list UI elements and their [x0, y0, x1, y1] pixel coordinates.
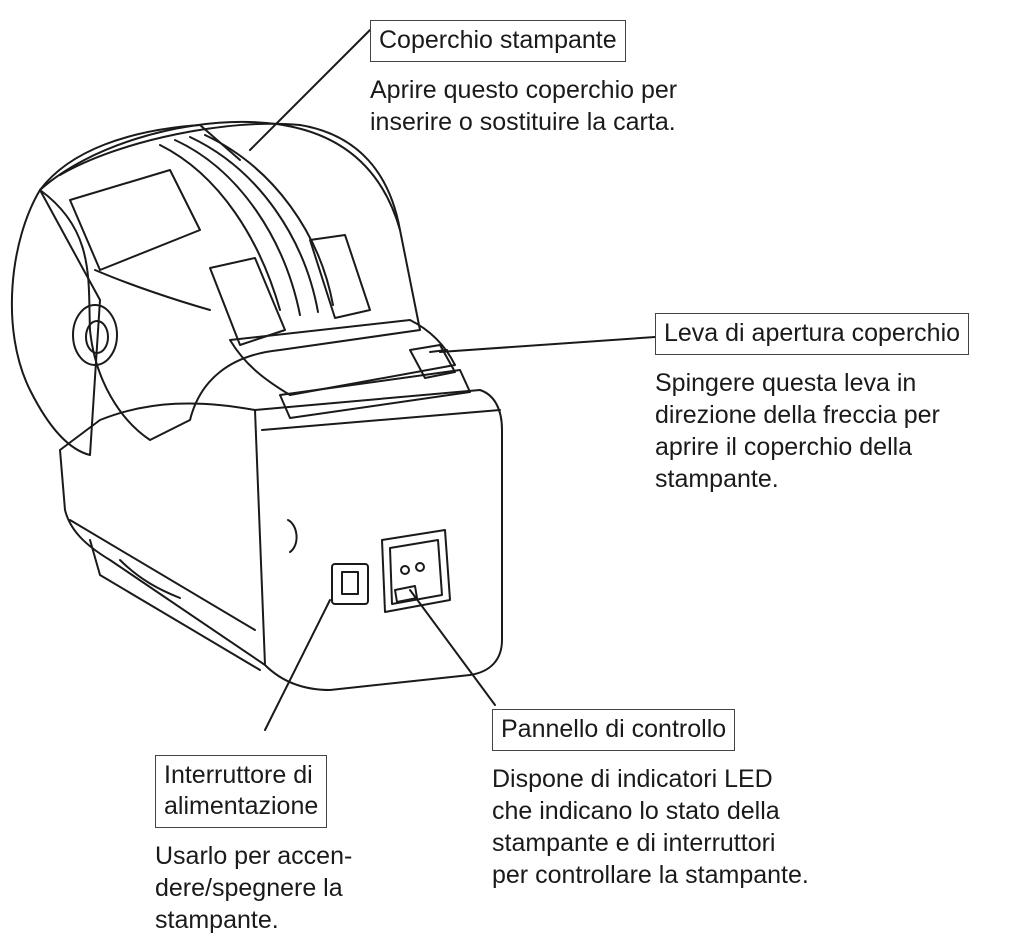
cover-groove-3	[190, 137, 318, 312]
leader-power	[265, 600, 330, 730]
desc-line: aprire il coperchio della	[655, 431, 969, 463]
label-power-switch: Interruttore di alimentazione	[155, 755, 327, 828]
desc-line: Dispone di indicatori LED	[492, 763, 809, 795]
base-front-edge	[255, 410, 265, 665]
feed-tab-left	[210, 258, 285, 345]
callout-control-panel: Pannello di controllo Dispone di indicat…	[492, 709, 809, 891]
label-control-panel: Pannello di controllo	[492, 709, 735, 751]
desc-line: stampante.	[655, 463, 969, 495]
desc-line: stampante.	[155, 904, 352, 936]
desc-line: che indicano lo stato della	[492, 795, 809, 827]
desc-line: inserire o sostituire la carta.	[370, 106, 677, 138]
base-bottom-edge	[70, 520, 255, 630]
callout-printer-cover: Coperchio stampante Aprire questo coperc…	[370, 20, 677, 138]
desc-line: dere/spegnere la	[155, 872, 352, 904]
desc-line: Spingere questa leva in	[655, 367, 969, 399]
desc-line: direzione della freccia per	[655, 399, 969, 431]
cover-side-panel-2	[95, 270, 210, 310]
desc-line: stampante e di interruttori	[492, 827, 809, 859]
description-printer-cover: Aprire questo coperchio per inserire o s…	[370, 74, 677, 138]
led-indicator-2	[416, 563, 424, 571]
cover-top-surface	[60, 124, 400, 230]
label-cover-lever: Leva di apertura coperchio	[655, 313, 969, 355]
paper-roll-back	[40, 125, 240, 190]
power-switch-housing	[332, 564, 368, 604]
base-front-face	[262, 410, 500, 430]
paper-roll-edge	[12, 190, 100, 455]
leader-panel	[410, 590, 495, 705]
front-slant	[230, 320, 455, 395]
callout-cover-lever: Leva di apertura coperchio Spingere ques…	[655, 313, 969, 495]
power-switch-rocker	[342, 572, 358, 594]
desc-line: per controllare la stampante.	[492, 859, 809, 891]
desc-line: Aprire questo coperchio per	[370, 74, 677, 106]
feed-tab-right	[310, 235, 370, 318]
description-power-switch: Usarlo per accen- dere/spegnere la stamp…	[155, 840, 352, 936]
side-notch	[288, 520, 297, 552]
label-line: Interruttore di	[164, 760, 318, 791]
description-cover-lever: Spingere questa leva in direzione della …	[655, 367, 969, 495]
description-control-panel: Dispone di indicatori LED che indicano l…	[492, 763, 809, 891]
leader-lever	[440, 337, 655, 352]
label-line: alimentazione	[164, 791, 318, 822]
led-indicator-1	[401, 566, 409, 574]
printer-cover-body	[40, 122, 420, 440]
desc-line: Usarlo per accen-	[155, 840, 352, 872]
callout-power-switch: Interruttore di alimentazione Usarlo per…	[155, 755, 352, 936]
cover-side-panel	[70, 170, 200, 270]
label-printer-cover: Coperchio stampante	[370, 20, 626, 62]
